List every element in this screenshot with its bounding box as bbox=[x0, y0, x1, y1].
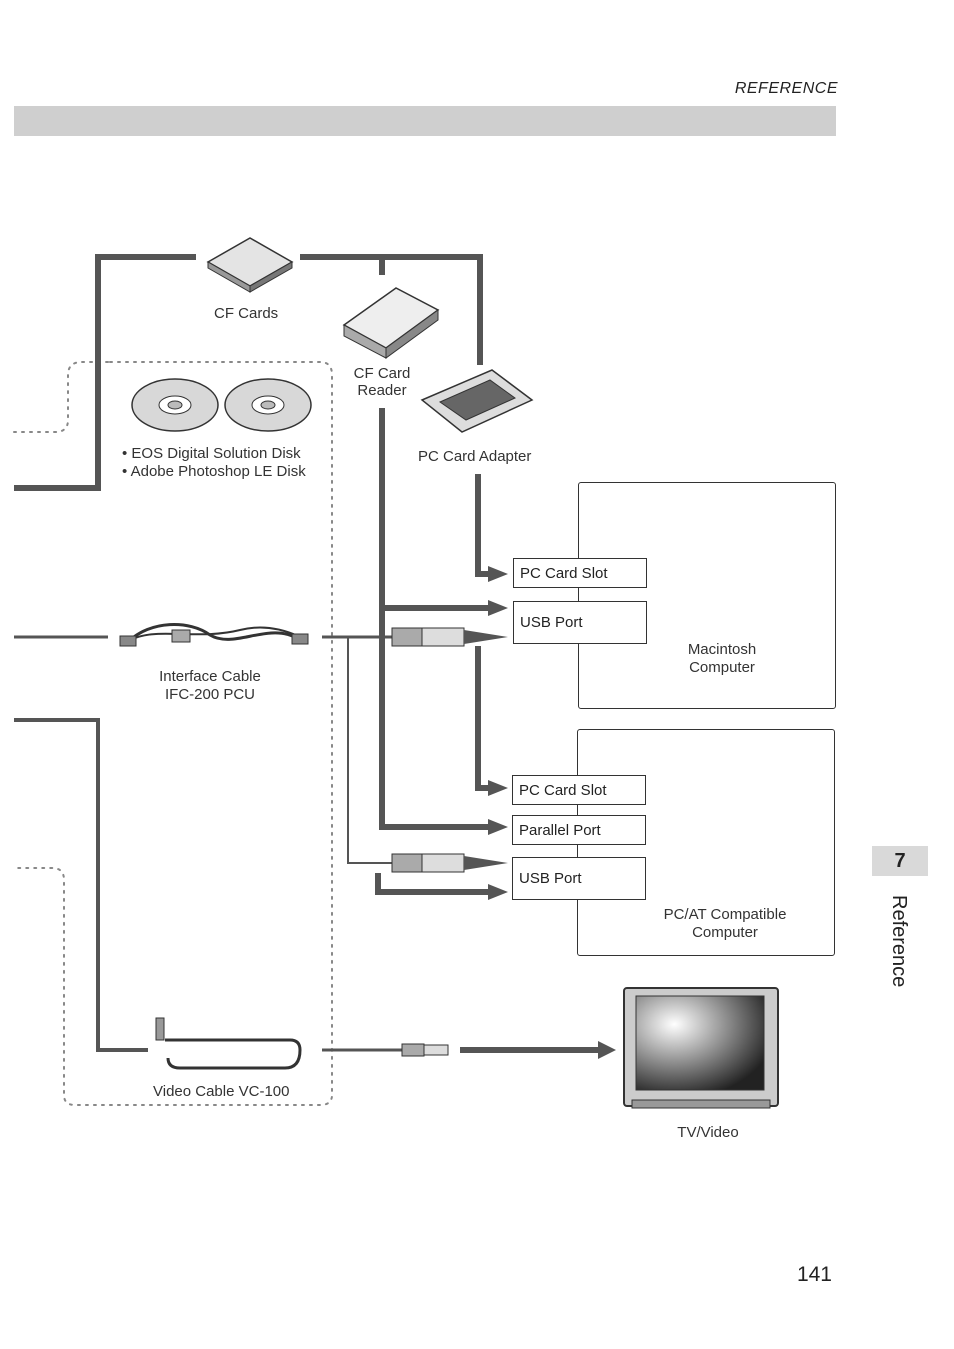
interface-cable-icon bbox=[119, 623, 309, 647]
video-frame-line bbox=[14, 718, 148, 1052]
cf-card-icon bbox=[206, 237, 294, 293]
chapter-number-tab: 7 bbox=[872, 846, 928, 876]
chapter-title-tab: Reference bbox=[868, 895, 928, 995]
mac-usb-port: USB Port bbox=[513, 601, 647, 644]
pc-usb-port: USB Port bbox=[512, 857, 646, 900]
cf-reader-icon bbox=[342, 287, 440, 359]
interface-cable-model-label: IFC-200 PCU bbox=[164, 686, 256, 703]
pc-card-adapter-icon bbox=[420, 369, 534, 433]
pc-card-line bbox=[475, 474, 490, 577]
section-header-label: REFERENCE bbox=[734, 80, 838, 97]
macintosh-panel bbox=[578, 482, 836, 709]
video-plug-icon bbox=[401, 1043, 449, 1057]
chapter-title: Reference bbox=[888, 895, 910, 988]
connection-arrows bbox=[464, 566, 508, 900]
disk-label-2: • Adobe Photoshop LE Disk bbox=[122, 463, 306, 480]
tv-icon bbox=[623, 987, 779, 1109]
pc-parallel-port: Parallel Port bbox=[512, 815, 646, 845]
disk-label-1: • EOS Digital Solution Disk bbox=[122, 445, 301, 462]
usb-plug-icon-1 bbox=[391, 627, 465, 647]
video-cable-icon bbox=[155, 1017, 302, 1070]
pc-pc-card-slot: PC Card Slot bbox=[512, 775, 646, 805]
macintosh-label-1: Macintosh bbox=[687, 641, 757, 658]
pc-at-label-2: Computer bbox=[692, 924, 758, 941]
cd-disk-icon-1 bbox=[131, 378, 219, 432]
header-bar bbox=[14, 106, 836, 136]
camera-frame-line bbox=[14, 254, 196, 491]
cf-reader-label: CF Card Reader bbox=[353, 365, 411, 399]
cd-disk-icon-2 bbox=[224, 378, 312, 432]
video-cable-label: Video Cable VC-100 bbox=[153, 1083, 290, 1100]
interface-cable-label: Interface Cable bbox=[159, 668, 261, 685]
mac-pc-card-slot: PC Card Slot bbox=[513, 558, 647, 588]
cf-cards-label: CF Cards bbox=[214, 305, 279, 322]
usb-plug-icon-2 bbox=[391, 853, 465, 873]
pc-card-adapter-label: PC Card Adapter bbox=[418, 448, 532, 465]
reader-line bbox=[379, 408, 490, 611]
kit-outline bbox=[13, 361, 333, 1106]
pc-at-label-1: PC/AT Compatible bbox=[663, 906, 787, 923]
macintosh-label-2: Computer bbox=[689, 659, 755, 676]
cf-line bbox=[300, 254, 483, 365]
tv-label: TV/Video bbox=[677, 1124, 739, 1141]
kit-outline-top bbox=[13, 361, 111, 433]
page-number: 141 bbox=[796, 1263, 832, 1286]
